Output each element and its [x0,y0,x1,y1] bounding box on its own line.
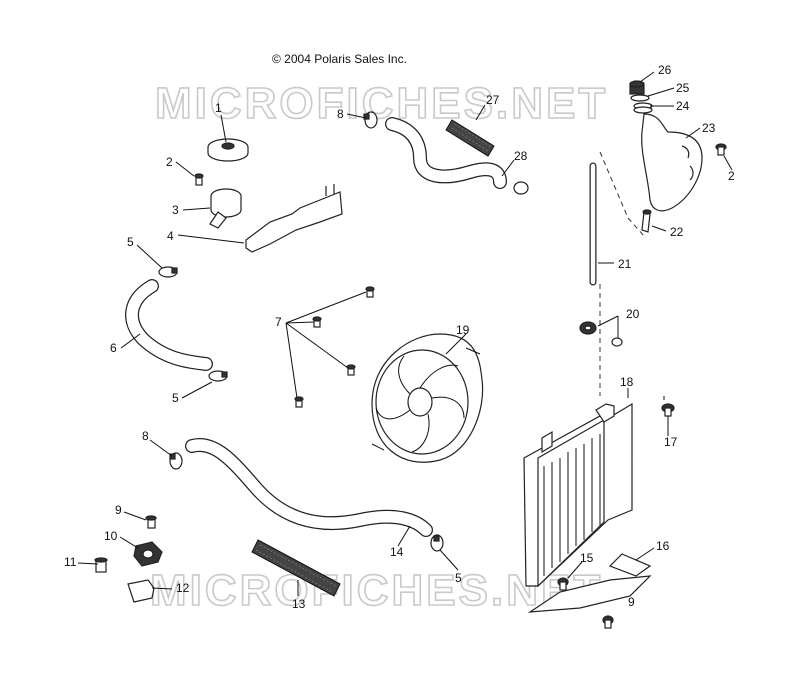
nut-part [94,557,108,573]
callout-8-upper: 8 [337,107,344,121]
hose-clamp-part-lower [430,534,444,552]
callout-5-upper: 5 [127,235,134,249]
watermark-top: MICROFICHES.NET [155,79,608,128]
hose-clamp-part-28 [513,181,529,195]
callout-1: 1 [215,101,222,115]
callout-14: 14 [390,545,404,559]
radiator-part [523,402,633,588]
grommet-part [579,321,623,347]
callout-17: 17 [664,435,678,449]
bolt-part-15 [557,577,569,591]
hose-fitting-part [641,209,652,233]
bolt-part-9-left [145,515,157,529]
callout-5-lower: 5 [455,571,462,585]
callout-15: 15 [580,551,594,565]
bolt-part-right [715,143,727,156]
callout-labels: 1 2 3 4 5 6 5 7 8 8 9 10 11 12 13 14 5 1… [64,63,735,611]
callout-18: 18 [620,375,634,389]
callout-9-right: 9 [628,595,635,609]
o-ring-part [633,102,653,114]
callout-2-left: 2 [166,155,173,169]
copyright-notice: © 2004 Polaris Sales Inc. [272,52,407,66]
filler-neck-part [209,188,242,229]
hose-clamp-part-upper [158,266,178,278]
bracket-part [245,184,343,253]
callout-22: 22 [670,225,684,239]
callout-3: 3 [172,203,179,217]
spring-clamp-part-lower [169,452,183,470]
callout-6: 6 [110,341,117,355]
callout-9-left: 9 [115,503,122,517]
callout-13: 13 [292,597,306,611]
bolt-part-9-right [602,615,614,629]
callout-19: 19 [456,323,470,337]
gasket-part [630,94,650,102]
coolant-hose-part-lower [185,437,433,537]
spring-clamp-part-upper [363,111,378,129]
leader-lines [77,71,733,596]
callout-5-middle: 5 [172,391,179,405]
callout-24: 24 [676,99,690,113]
hose-sleeve-part-upper [445,119,495,157]
callout-21: 21 [618,257,632,271]
callout-27: 27 [486,93,500,107]
screw-part [661,403,675,417]
hose-clamp-part-middle [208,370,228,382]
callout-8-lower: 8 [142,429,149,443]
radiator-cap-part [207,138,249,162]
callout-11: 11 [64,555,77,569]
overflow-tube-part [589,151,645,396]
lower-shroud-part [527,553,652,613]
coolant-reservoir-part [641,113,703,212]
coolant-hose-part-left [125,279,213,371]
callout-23: 23 [702,121,716,135]
fan-mount-bolts-part [294,286,375,408]
callout-25: 25 [676,81,690,95]
bolt-part-left [194,173,204,186]
overflow-cap-part [629,80,645,95]
callout-7: 7 [275,315,282,329]
callout-4: 4 [167,229,174,243]
cooling-fan-part [371,333,484,463]
callout-10: 10 [104,529,118,543]
callout-20: 20 [626,307,640,321]
callout-26: 26 [658,63,672,77]
mount-plate-part [127,579,155,603]
upper-hose-part [385,117,507,189]
callout-16: 16 [656,539,670,553]
callout-2-right: 2 [728,169,735,183]
callout-12: 12 [176,581,190,595]
callout-28: 28 [514,149,528,163]
hose-sleeve-part-lower [251,539,341,597]
mount-bushing-part [133,541,163,567]
